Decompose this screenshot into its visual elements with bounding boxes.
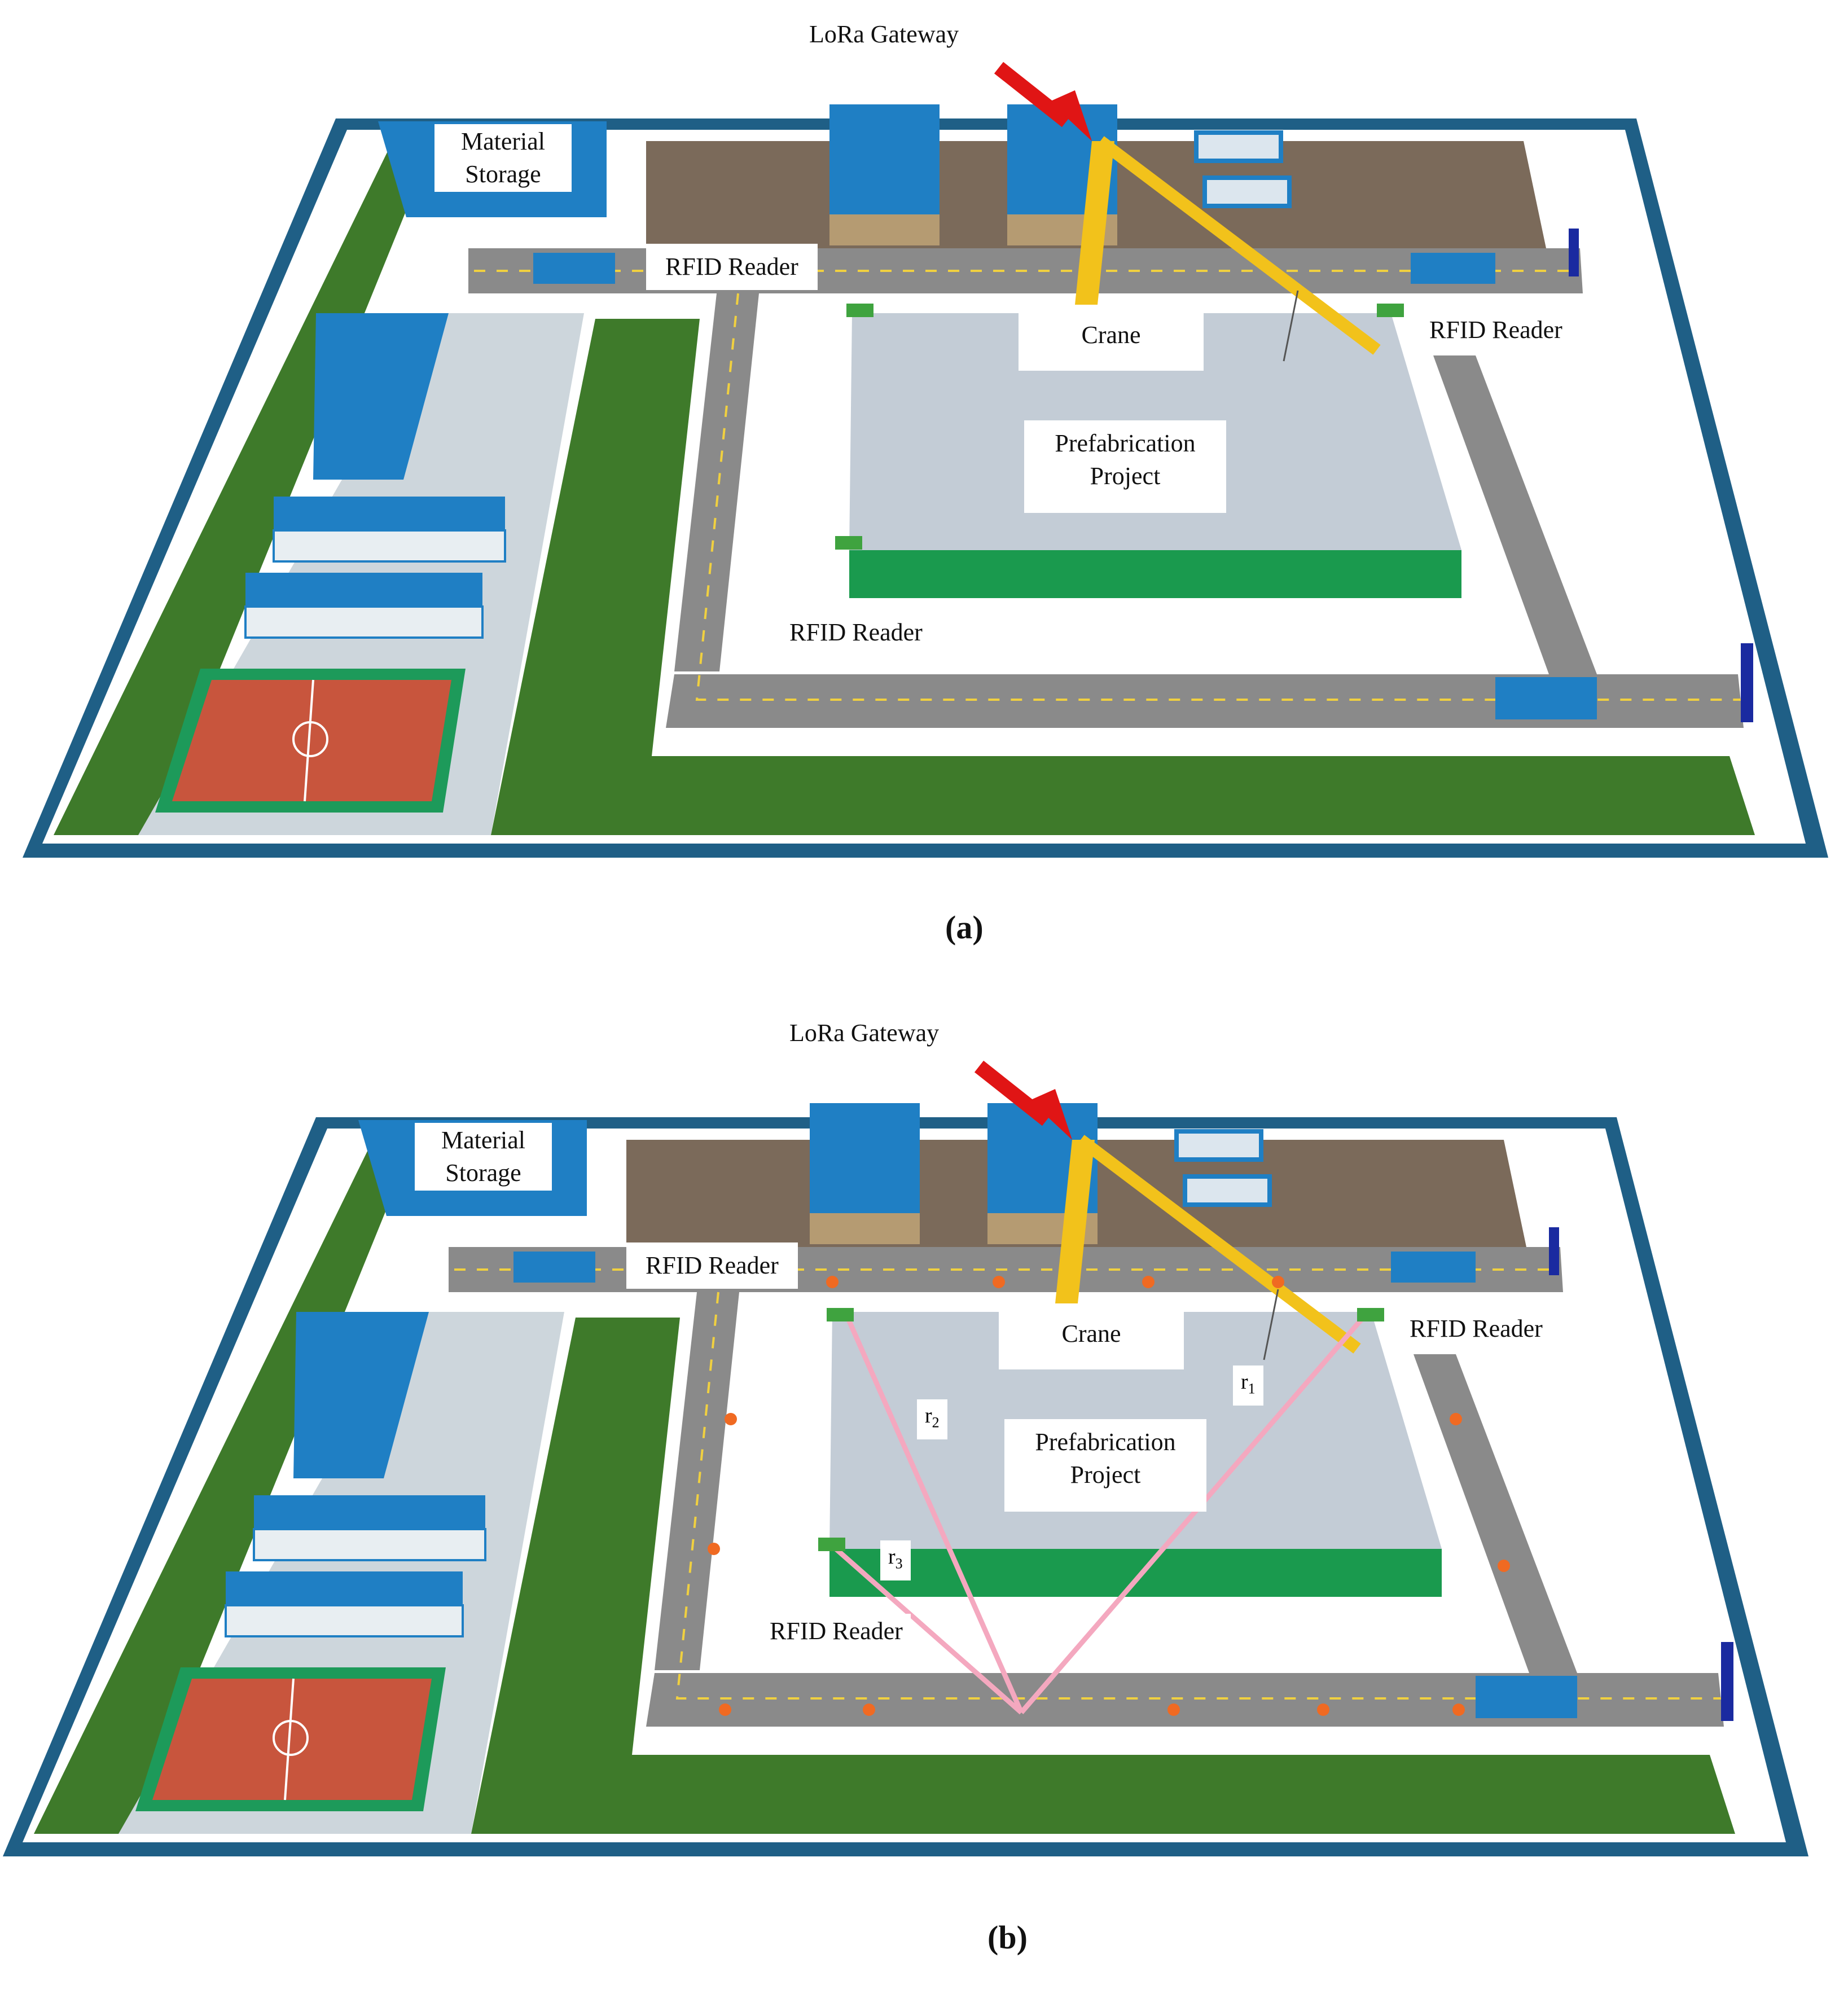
road-left [674,293,759,671]
dorm-building-1 [313,313,449,480]
site-scene-a [23,62,1828,858]
crane-tower [1075,141,1114,305]
material-storage-label: Material Storage [434,124,572,192]
lora-gateway-label: LoRa Gateway [809,20,959,48]
prefabrication-project-label: Prefabrication Project [1024,420,1226,513]
rfid-tag [826,1276,839,1288]
rfid-reader-device [818,1538,845,1551]
rfid-tag [1167,1703,1180,1716]
crane-label: Crane [999,1312,1184,1369]
tall-building-1-base [829,214,940,245]
rfid-reader-label-right: RFID Reader [1414,310,1578,350]
rfid-reader-label-bottom: RFID Reader [782,615,930,650]
gateway-arrow-shaft [974,1060,1052,1126]
rfid-tag [1272,1276,1284,1288]
panel-b: LoRa Gateway Material Storage RFID Reade… [0,999,1848,1902]
gate [1741,643,1753,722]
small-building-2 [1183,1174,1272,1207]
rfid-reader-device [846,304,873,317]
panel-a-caption: (a) [945,909,984,946]
dorm-building-2-front [253,1528,486,1561]
road-right [1433,355,1597,674]
rfid-reader-device [835,536,862,550]
road-bottom [666,674,1744,728]
rfid-reader-label-right: RFID Reader [1394,1309,1559,1349]
rfid-tag [1450,1413,1462,1425]
grass-middle [491,319,1755,835]
project-side [849,550,1461,598]
rfid-reader-label-bottom: RFID Reader [762,1614,911,1649]
rfid-tag [719,1703,731,1716]
gate [1569,229,1579,276]
truck [1411,253,1495,284]
crane-jib [1096,136,1381,355]
truck [533,253,615,284]
project-side [829,1549,1442,1597]
rfid-tag [725,1413,737,1425]
rfid-reader-label-top: RFID Reader [646,244,818,290]
rfid-tag [708,1543,720,1555]
gate [1721,1642,1733,1721]
dorm-building-2-front [273,529,506,563]
tall-building-1-base [810,1213,920,1244]
basketball-court-floor [172,680,451,801]
range-label-r1: r1 [1233,1365,1263,1406]
road-left [655,1292,739,1670]
truck [513,1252,595,1283]
gateway-arrow-head [1050,90,1092,141]
truck [1391,1252,1476,1283]
rfid-tag [993,1276,1005,1288]
grass-middle [471,1318,1735,1834]
gateway-arrow-head [1030,1089,1072,1140]
panel-a: LoRa Gateway Material Storage RFID Reade… [0,0,1848,903]
range-label-r3: r3 [880,1540,911,1580]
crane-tower [1055,1140,1095,1303]
dorm-building-3-front [225,1604,464,1637]
dorm-building-1 [293,1312,429,1478]
range-line-r3 [828,1541,1023,1715]
rfid-reader-device [827,1308,854,1321]
road-centerline [675,1292,1721,1700]
rfid-tag [1317,1703,1329,1716]
prefabrication-project-label: Prefabrication Project [1004,1419,1206,1512]
dorm-building-3-front [244,605,484,639]
truck [1495,677,1597,719]
small-building-1 [1194,130,1283,163]
rfid-tag [1498,1560,1510,1572]
material-storage-label: Material Storage [415,1123,552,1191]
panel-b-caption: (b) [987,1919,1028,1956]
rfid-reader-device [1377,304,1404,317]
range-line-r2 [844,1314,1024,1714]
gateway-arrow-shaft [994,62,1072,128]
small-building-1 [1174,1129,1263,1162]
range-line-r1 [1019,1313,1368,1714]
site-scene-b [3,1060,1809,1856]
road-centerline [695,293,1741,701]
road-right [1414,1354,1577,1673]
range-label-r2: r2 [917,1399,947,1439]
small-building-2 [1202,175,1292,208]
basketball-court-floor [152,1679,432,1800]
rfid-tag [1452,1703,1465,1716]
rfid-tag [1142,1276,1155,1288]
crane-cable [1283,290,1299,362]
crane-jib [1077,1135,1361,1354]
crane-cable [1263,1289,1279,1360]
rfid-reader-device [1357,1308,1384,1321]
gate [1549,1227,1559,1275]
crane-label: Crane [1019,313,1204,371]
rfid-reader-label-top: RFID Reader [626,1242,798,1289]
truck [1476,1676,1577,1718]
rfid-tag [863,1703,875,1716]
lora-gateway-label: LoRa Gateway [789,1019,940,1047]
